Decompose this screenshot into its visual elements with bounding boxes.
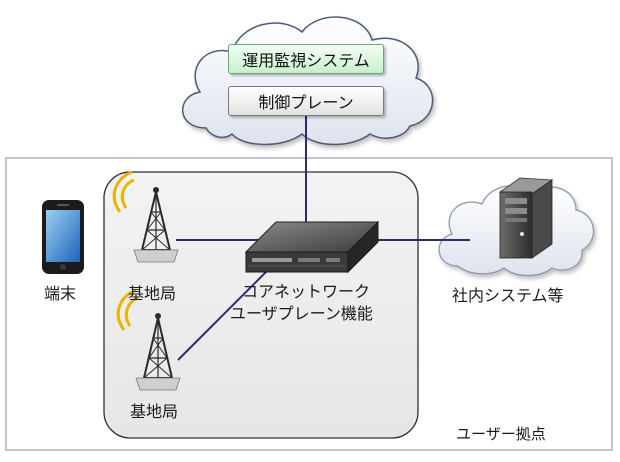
core-network-label-line1: コアネットワーク: [242, 282, 371, 301]
monitoring-system-box: 運用監視システム: [228, 44, 384, 74]
core-network-label-line2: ユーザプレーン機能: [230, 304, 373, 323]
terminal-label: 端末: [44, 284, 77, 303]
network-switch-icon: [244, 220, 380, 274]
smartphone-icon: [42, 200, 84, 274]
base-station-label-1: 基地局: [128, 284, 177, 303]
connection-lines: [176, 116, 470, 361]
antenna-tower-icon: [112, 170, 179, 263]
base-station-label-2: 基地局: [130, 402, 179, 421]
user-site-label: ユーザー拠点: [456, 425, 546, 443]
cloud-icon: [182, 16, 434, 146]
control-plane-box: 制御プレーン: [228, 86, 384, 116]
antenna-tower-icon: [116, 288, 181, 391]
server-icon: [498, 177, 554, 259]
link-base2-to-core: [177, 265, 273, 361]
internal-systems-label: 社内システム等: [452, 286, 564, 305]
